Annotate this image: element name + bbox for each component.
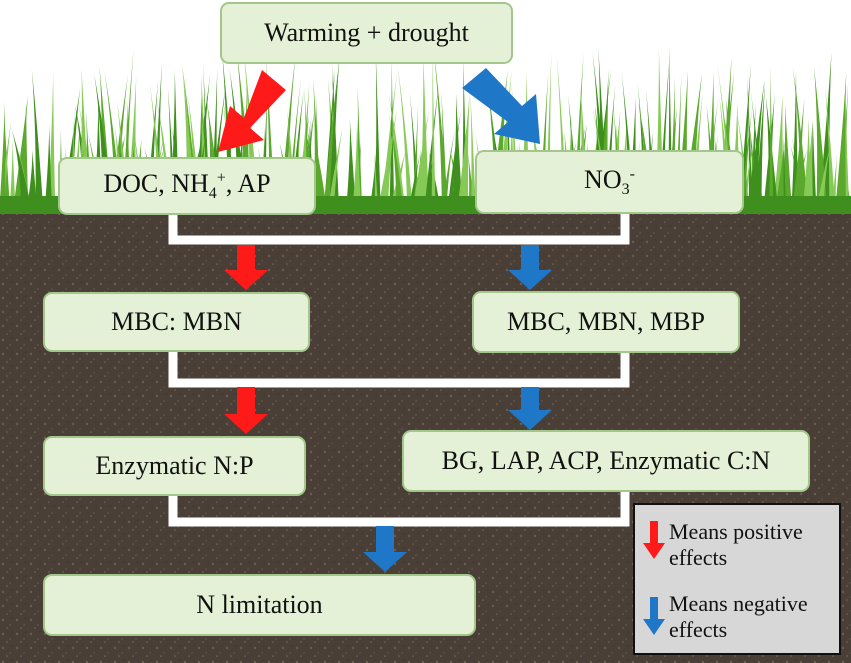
n-limitation-box: N limitation <box>43 574 476 636</box>
connector-level3 <box>168 492 630 527</box>
connector-level1 <box>168 214 630 245</box>
warming-drought-label: Warming + drought <box>264 18 469 47</box>
mbc-mbn-mbp-box: MBC, MBN, MBP <box>472 291 740 353</box>
n-limitation-label: N limitation <box>196 590 323 619</box>
enzymes-cn-box: BG, LAP, ACP, Enzymatic C:N <box>402 430 810 492</box>
negative-arrow-level3 <box>508 387 552 430</box>
mbc-mbn-mbp-label: MBC, MBN, MBP <box>507 307 705 336</box>
positive-diagonal-arrow <box>218 70 286 152</box>
enzymatic-np-label: Enzymatic N:P <box>95 451 254 480</box>
enzymes-cn-label: BG, LAP, ACP, Enzymatic C:N <box>441 446 771 475</box>
warming-drought-box: Warming + drought <box>220 2 513 64</box>
mbc-mbn-ratio-box: MBC: MBN <box>43 292 310 352</box>
mbc-mbn-ratio-label: MBC: MBN <box>111 307 242 336</box>
negative-diagonal-arrow <box>462 68 540 144</box>
legend-negative-text: Means negative effects <box>669 591 808 642</box>
negative-arrow-nlimitation <box>363 526 407 572</box>
legend: Means positive effects Means negative ef… <box>633 503 841 655</box>
connector-level2 <box>168 352 630 388</box>
legend-positive-arrow <box>643 521 665 559</box>
arrows <box>218 68 552 572</box>
doc-nh4-ap-box: DOC, NH4+, AP <box>58 157 316 215</box>
enzymatic-np-box: Enzymatic N:P <box>43 436 306 496</box>
doc-nh4-ap-label: DOC, NH4+, AP <box>103 168 271 203</box>
legend-positive-text: Means positive effects <box>669 519 803 570</box>
no3-box: NO3- <box>475 150 744 214</box>
negative-arrow-level2 <box>508 245 552 290</box>
positive-arrow-level3 <box>224 387 268 434</box>
no3-label: NO3- <box>584 164 635 199</box>
legend-negative-arrow <box>643 597 665 635</box>
positive-arrow-level2 <box>224 245 268 290</box>
connector-lines <box>168 214 630 527</box>
